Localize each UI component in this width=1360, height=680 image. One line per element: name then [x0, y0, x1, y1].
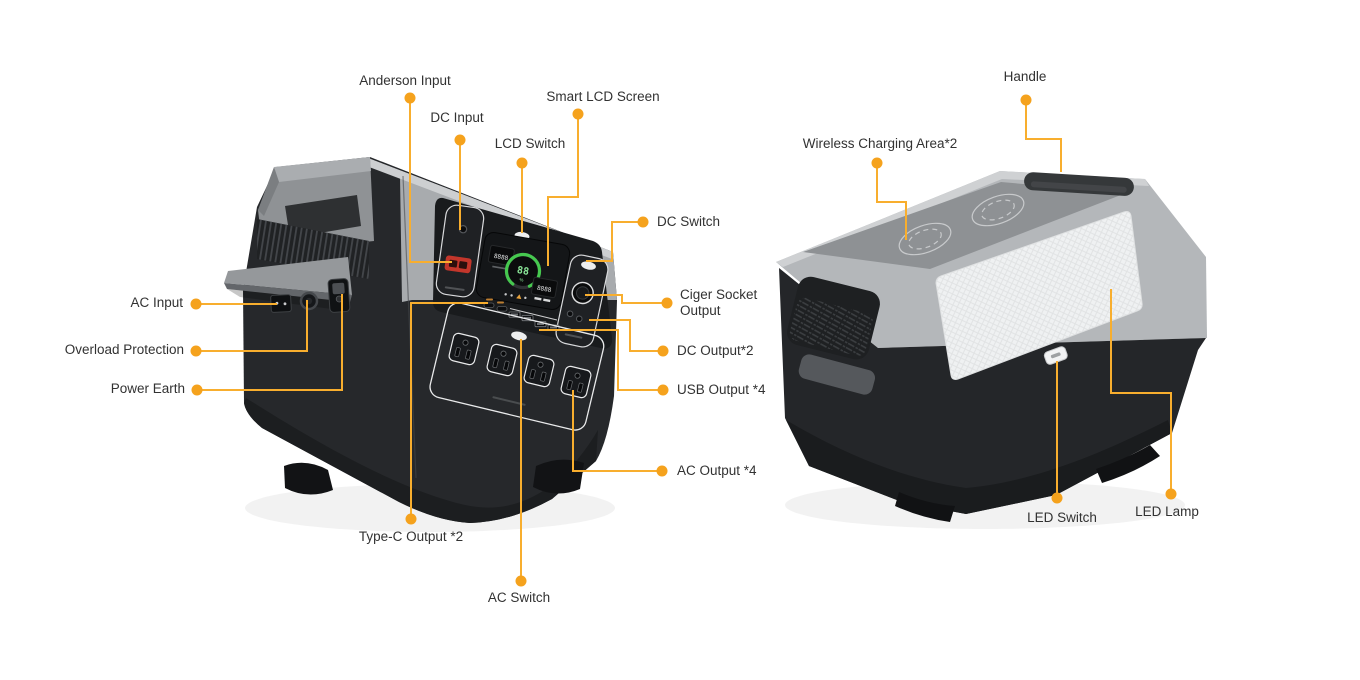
ac-outlet-4 [560, 365, 592, 399]
callout-dot-type-c-output [405, 513, 417, 525]
front-foot-left [284, 462, 333, 495]
callout-dot-wireless-charging-area [871, 157, 883, 169]
label-power-earth: Power Earth [110, 381, 185, 396]
dc-output-panel [555, 254, 609, 348]
label-overload-protection: Overload Protection [64, 342, 184, 357]
lcd-right-display: 8888 [536, 285, 552, 294]
callout-line-dc-switch [586, 221, 643, 262]
rear-foot-right [1096, 445, 1160, 483]
lcd-left-display: 8888 [493, 253, 509, 262]
callout-dot-dc-input [454, 134, 466, 146]
type-c-ports [483, 298, 508, 312]
wireless-charging-pad-1 [898, 222, 952, 256]
callout-dot-ac-output [656, 465, 668, 477]
callout-dot-smart-lcd-screen [572, 108, 584, 120]
front-handle-opening [285, 195, 361, 238]
label-type-c-output: Type-C Output *2 [358, 529, 464, 544]
label-ciger-socket-output: Ciger Socket Output [680, 287, 758, 318]
rear-view-illustration [776, 171, 1207, 529]
label-led-switch: LED Switch [1027, 510, 1097, 525]
ac-outlet-panel [429, 302, 605, 431]
callout-dot-ac-input [190, 298, 202, 310]
label-lcd-switch: LCD Switch [494, 136, 566, 151]
label-led-lamp: LED Lamp [1135, 504, 1199, 519]
callout-line-handle [1025, 100, 1062, 172]
callout-dot-led-lamp [1165, 488, 1177, 500]
callout-line-ac-output [572, 390, 662, 472]
wireless-charging-pad-2 [971, 193, 1025, 227]
ac-outlet-3 [523, 354, 555, 388]
label-usb-output: USB Output *4 [677, 382, 766, 397]
front-body-base [244, 398, 598, 523]
front-foot-right [533, 459, 584, 494]
callout-line-overload-protection [196, 300, 308, 352]
front-side-lip-edge [224, 283, 352, 302]
overload-protection-breaker [299, 291, 319, 311]
rear-top-face [803, 182, 1126, 269]
callout-lines [196, 98, 1172, 581]
front-handle-edge [258, 167, 279, 216]
rear-side-recess [787, 276, 880, 360]
callout-dot-anderson-input [404, 92, 416, 104]
callout-line-ciger-socket-output [585, 294, 667, 304]
ac-input-socket [270, 294, 292, 313]
callout-dots [190, 92, 1177, 587]
rear-body-base [786, 420, 1172, 514]
callout-dot-dc-switch [637, 216, 649, 228]
front-side-lip [224, 257, 352, 295]
label-wireless-charging-area: Wireless Charging Area*2 [802, 136, 958, 151]
smart-lcd-screen: 8888 88 % 8888 [475, 231, 571, 311]
lcd-battery-percent: 88 [516, 265, 530, 278]
lcd-warning-icon [516, 294, 522, 300]
callout-dot-ac-switch [515, 575, 527, 587]
callout-dot-usb-output [657, 384, 669, 396]
callout-dot-power-earth [191, 384, 203, 396]
led-lamp-panel [935, 211, 1143, 380]
svg-text:%: % [519, 277, 524, 283]
label-anderson-input: Anderson Input [359, 73, 451, 88]
callout-line-anderson-input [409, 98, 452, 263]
callout-line-usb-output [539, 329, 663, 391]
callout-dot-handle [1020, 94, 1032, 106]
front-view-illustration: 8888 88 % 8888 [224, 157, 617, 532]
front-handle-top [274, 157, 371, 182]
power-earth-terminal [327, 278, 351, 313]
callout-dot-led-switch [1051, 492, 1063, 504]
callout-line-power-earth [197, 294, 343, 391]
callout-dot-dc-output [657, 345, 669, 357]
ac-switch-button [511, 331, 527, 341]
rear-foot-left [895, 492, 955, 522]
callout-line-led-lamp [1110, 289, 1172, 494]
label-ac-switch: AC Switch [487, 590, 551, 605]
label-handle: Handle [1003, 69, 1047, 84]
callout-dot-ciger-socket-output [661, 297, 673, 309]
led-switch-button [1043, 346, 1068, 365]
input-panel [435, 204, 485, 298]
callout-line-smart-lcd-screen [547, 114, 579, 266]
label-dc-input: DC Input [430, 110, 484, 125]
rear-side-lower-panel [798, 354, 876, 395]
label-dc-output: DC Output*2 [677, 343, 754, 358]
label-smart-lcd-screen: Smart LCD Screen [546, 89, 660, 104]
callout-line-type-c-output [410, 302, 488, 519]
handle-slot [1024, 172, 1134, 196]
ac-outlet-1 [448, 332, 480, 366]
label-dc-switch: DC Switch [657, 214, 721, 229]
dc-switch-button [581, 261, 596, 270]
callout-line-dc-output [589, 319, 663, 352]
ac-outlet-2 [486, 343, 518, 377]
label-ac-output: AC Output *4 [677, 463, 757, 478]
callout-dot-overload-protection [190, 345, 202, 357]
callout-line-wireless-charging-area [876, 163, 907, 240]
dc-output-ports [566, 310, 583, 323]
callout-dot-lcd-switch [516, 157, 528, 169]
label-ac-input: AC Input [130, 295, 183, 310]
front-corner-edge [402, 175, 417, 479]
